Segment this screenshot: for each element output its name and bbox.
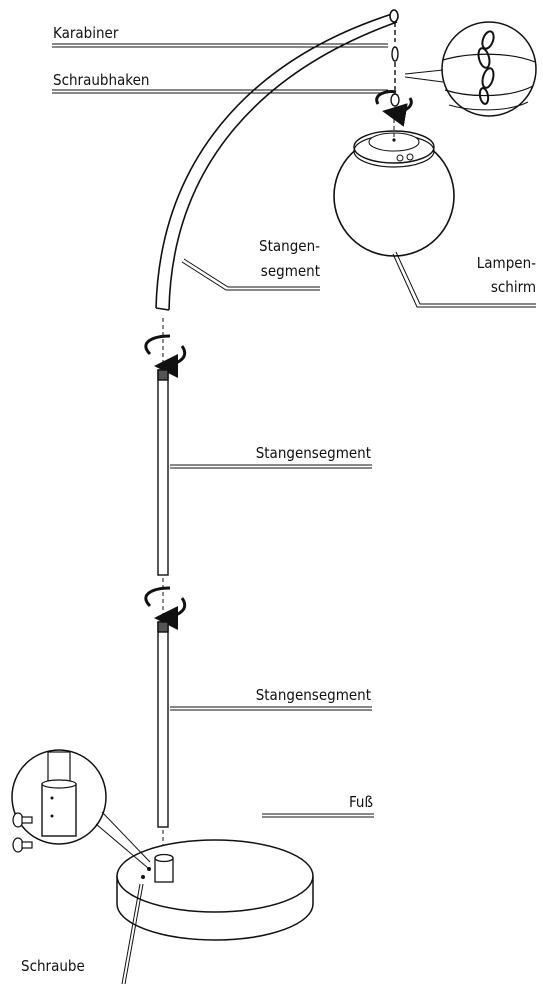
base-plate: [116, 839, 314, 941]
label-karabiner: Karabiner: [53, 24, 119, 42]
label-stangensegment-low: Stangensegment: [256, 686, 371, 704]
chain-detail-circle: [404, 21, 537, 117]
label-stangensegment-mid: Stangensegment: [256, 444, 371, 462]
socket-detail-circle: [11, 749, 151, 869]
arc-pole-segment: [155, 9, 399, 311]
label-schraube: Schraube: [21, 957, 85, 975]
label-fuss: Fuß: [349, 793, 373, 811]
middle-pole-segment: [157, 369, 169, 620]
label-schraubhaken: Schraubhaken: [53, 71, 149, 89]
lower-pole-segment: [157, 621, 169, 870]
label-stangensegment-top-2: segment: [261, 262, 320, 280]
lamp-shade: [333, 112, 455, 257]
screw-icon: [12, 812, 33, 853]
label-lampenschirm-2: schirm: [491, 278, 536, 296]
label-lampenschirm-1: Lampen-: [477, 254, 536, 272]
carabiner-hook: [390, 22, 400, 107]
rotate-arrow-joint-1: [144, 318, 186, 378]
rotate-arrow-joint-2: [144, 586, 186, 630]
label-stangensegment-top-1: Stangen-: [259, 237, 320, 255]
leader-lines: [52, 43, 536, 984]
